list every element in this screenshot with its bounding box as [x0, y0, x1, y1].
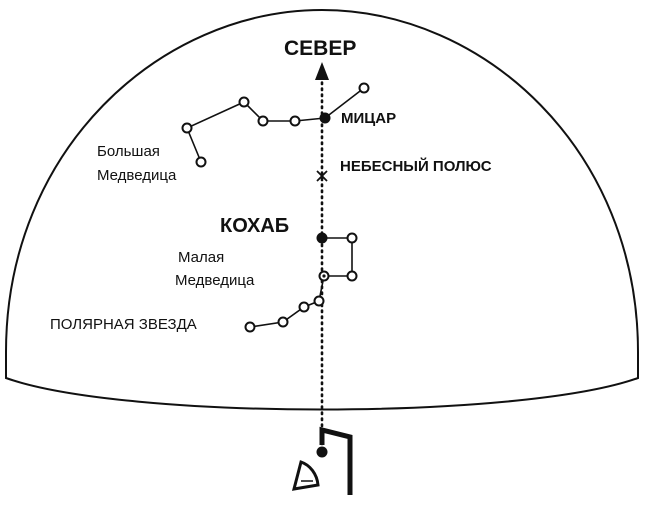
star-little-dipper-6 — [298, 301, 310, 313]
sky-dome — [5, 8, 639, 411]
big-dipper-stars — [181, 82, 370, 168]
star-merak — [181, 122, 193, 134]
star-mizar — [319, 112, 331, 124]
star-alkaid — [358, 82, 370, 94]
kochab-label: КОХАБ — [220, 215, 289, 237]
star-alioth — [289, 115, 301, 127]
north-label: СЕВЕР — [284, 37, 356, 60]
star-pherkad — [346, 232, 358, 244]
star-little-dipper-3 — [346, 270, 358, 282]
mizar-label: МИЦАР — [341, 110, 396, 127]
celestial-pole-cross-icon — [316, 170, 328, 182]
big-dipper-label-line1: Большая — [97, 143, 160, 160]
star-little-dipper-7 — [277, 316, 289, 328]
star-little-dipper-5 — [313, 295, 325, 307]
quadrant-instrument-icon — [291, 460, 320, 491]
star-polaris — [244, 321, 256, 333]
sighting-tube-icon — [319, 426, 353, 495]
little-dipper-stars — [244, 232, 358, 333]
polaris-label: ПОЛЯРНАЯ ЗВЕЗДА — [50, 316, 197, 333]
little-dipper-center-dot — [322, 274, 326, 278]
big-dipper-label-line2: Медведица — [97, 167, 177, 184]
star-phecda — [238, 96, 250, 108]
little-dipper-label-line2: Медведица — [175, 272, 255, 289]
observer-eye-icon — [316, 446, 328, 458]
star-kochab — [316, 232, 328, 244]
big-dipper-constellation — [185, 87, 365, 163]
little-dipper-constellation — [249, 237, 353, 328]
north-arrow-icon — [315, 62, 329, 80]
celestial-pole-label: НЕБЕСНЫЙ ПОЛЮС — [340, 157, 492, 175]
star-dubhe — [195, 156, 207, 168]
little-dipper-label-line1: Малая — [178, 249, 224, 266]
star-megrez — [257, 115, 269, 127]
